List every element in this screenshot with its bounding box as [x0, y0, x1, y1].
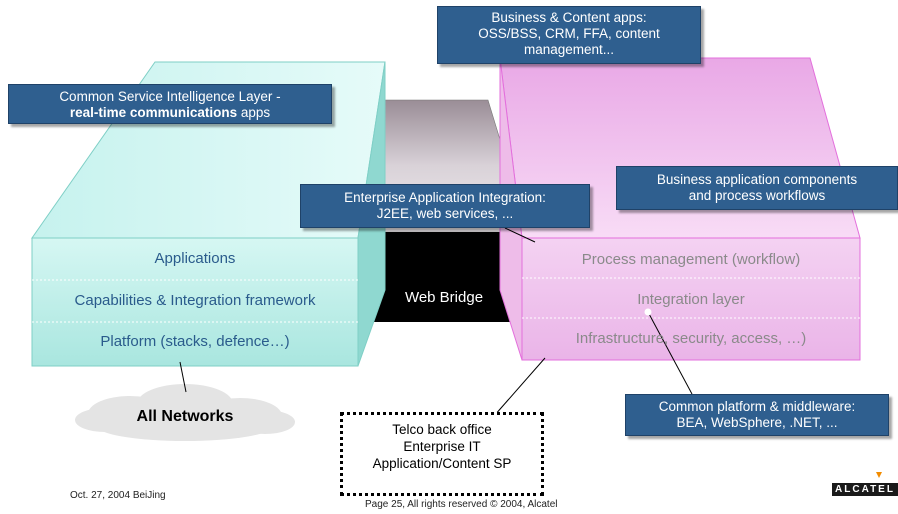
csi-callout: Common Service Intelligence Layer - real… — [8, 84, 332, 124]
footer-date: Oct. 27, 2004 BeiJing — [70, 490, 166, 501]
platform-callout-line1: Common platform & middleware: — [658, 399, 856, 414]
left-block-front — [31, 237, 359, 367]
applications-label: Applications — [154, 250, 236, 267]
eai-callout: Enterprise Application Integration: J2EE… — [300, 184, 590, 228]
alcatel-logo-text: ALCATEL — [835, 484, 895, 495]
footer-page: Page 25, All rights reserved © 2004, Alc… — [365, 499, 558, 510]
eai-pointer — [504, 227, 536, 243]
backoffice-line3: Application/Content SP — [372, 456, 512, 471]
infrastructure-label: Infrastructure, security, access, …) — [575, 330, 807, 347]
platform-callout-line2: BEA, WebSphere, .NET, ... — [676, 415, 838, 430]
backoffice-line1: Telco back office — [392, 422, 492, 437]
components-callout: Business application components and proc… — [616, 166, 898, 210]
business-callout-line1: Business & Content apps: — [491, 10, 647, 25]
backoffice-line2: Enterprise IT — [403, 439, 481, 454]
all-networks-label: All Networks — [136, 408, 234, 425]
csi-callout-rest: apps — [237, 105, 271, 120]
components-callout-line1: Business application components — [656, 172, 858, 187]
bridge-front — [352, 232, 534, 322]
csi-callout-line1: Common Service Intelligence Layer - — [59, 89, 281, 104]
cloud-connector — [179, 361, 187, 393]
business-callout-line3: management... — [523, 42, 615, 57]
process-label: Process management (workflow) — [581, 251, 801, 268]
platform-pointer — [647, 311, 693, 395]
integration-label: Integration layer — [637, 291, 745, 308]
alcatel-logo — [832, 472, 898, 496]
capabilities-label: Capabilities & Integration framework — [74, 292, 316, 309]
components-callout-line2: and process workflows — [688, 188, 826, 203]
business-callout: Business & Content apps: OSS/BSS, CRM, F… — [437, 6, 701, 64]
platform-pointer-dot — [644, 308, 652, 316]
platform-callout: Common platform & middleware: BEA, WebSp… — [625, 394, 889, 436]
backoffice-connector — [493, 357, 546, 417]
cloud-shape — [75, 384, 295, 441]
right-block-front — [521, 237, 861, 361]
eai-callout-line1: Enterprise Application Integration: — [344, 190, 546, 205]
business-callout-line2: OSS/BSS, CRM, FFA, content — [478, 26, 660, 41]
backoffice-box: Telco back office Enterprise IT Applicat… — [340, 412, 544, 496]
web-bridge-label: Web Bridge — [404, 289, 484, 306]
csi-callout-bold: real-time communications — [69, 105, 238, 120]
platform-label: Platform (stacks, defence…) — [100, 333, 290, 350]
eai-callout-line2: J2EE, web services, ... — [376, 206, 514, 221]
